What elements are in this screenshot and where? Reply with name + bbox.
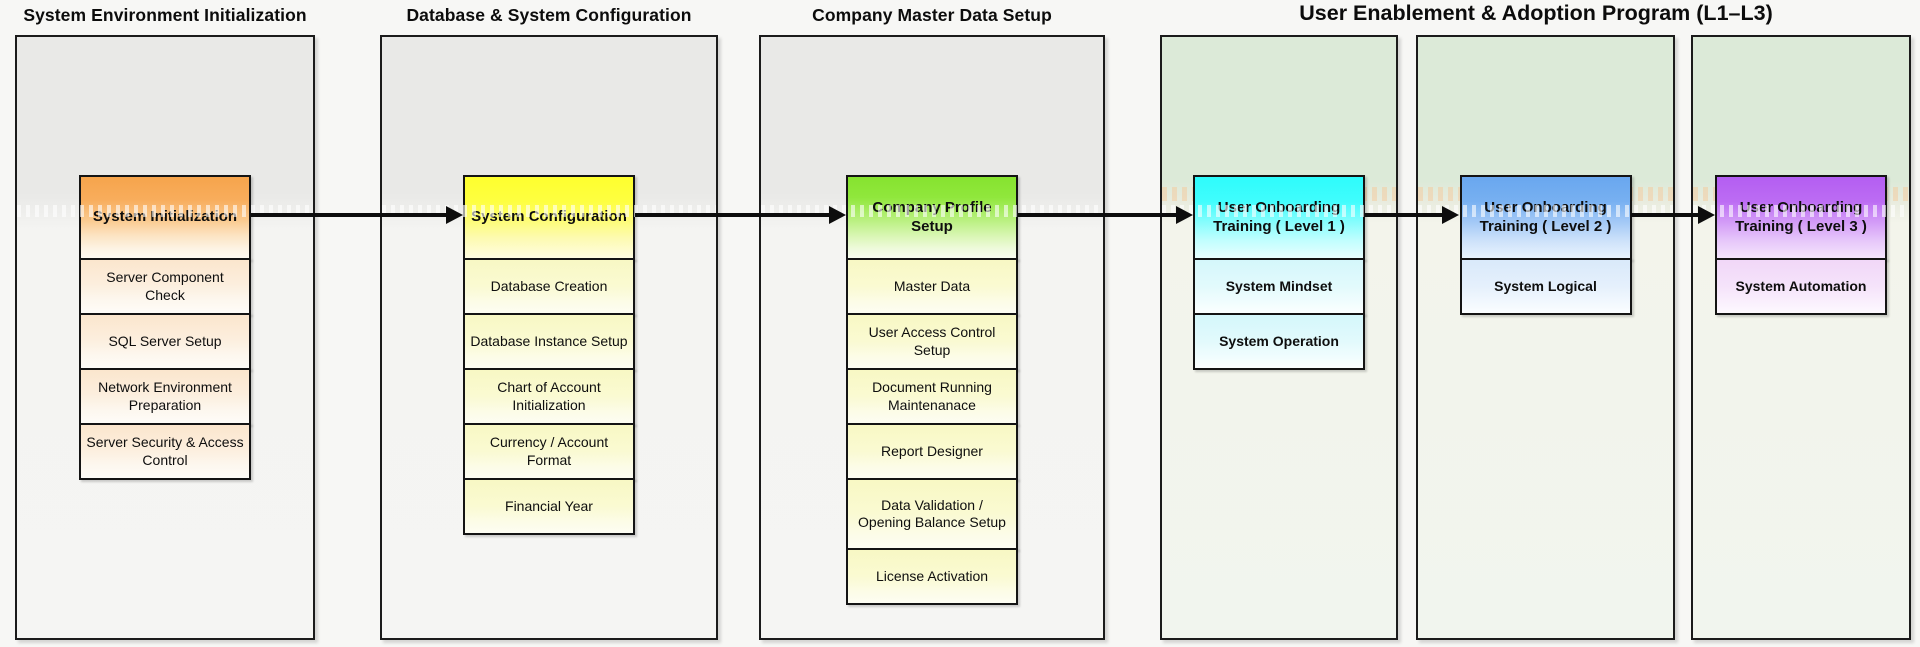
arrow-shaft — [635, 213, 831, 217]
arrowhead-icon — [829, 205, 846, 224]
node-user-onboarding-training-level-2: User Onboarding Training ( Level 2 ) — [1459, 175, 1632, 260]
node-stack-4: User Onboarding Training ( Level 1 ) Sys… — [1193, 175, 1365, 370]
node-stack-1: System Initialization Server Component C… — [79, 175, 251, 480]
arrow-3-to-4 — [1018, 205, 1193, 224]
arrow-shaft — [1631, 213, 1700, 217]
node-system-configuration: System Configuration — [463, 175, 635, 260]
arrow-4-to-5 — [1365, 205, 1459, 224]
node-stack-6: User Onboarding Training ( Level 3 ) Sys… — [1715, 175, 1887, 315]
node-server-component-check: Server Component Check — [79, 258, 251, 315]
node-server-security-access-control: Server Security & Access Control — [79, 423, 251, 480]
node-database-creation: Database Creation — [463, 258, 635, 315]
arrow-shaft — [1365, 213, 1444, 217]
node-license-activation: License Activation — [846, 548, 1018, 605]
panel-database-configuration: System Configuration Database Creation D… — [380, 35, 718, 640]
node-system-initialization: System Initialization — [79, 175, 251, 260]
arrow-5-to-6 — [1631, 205, 1715, 224]
node-system-mindset: System Mindset — [1193, 258, 1365, 315]
node-currency-account-format: Currency / Account Format — [463, 423, 635, 480]
panel-company-master-data: Company Profile Setup Master Data User A… — [759, 35, 1105, 640]
group-title-user-enablement: User Enablement & Adoption Program (L1–L… — [1299, 1, 1773, 25]
node-user-onboarding-training-level-1: User Onboarding Training ( Level 1 ) — [1193, 175, 1365, 260]
node-database-instance-setup: Database Instance Setup — [463, 313, 635, 370]
section-title-database-config: Database & System Configuration — [406, 5, 692, 25]
node-document-running-maintenance: Document Running Maintenanace — [846, 368, 1018, 425]
node-stack-2: System Configuration Database Creation D… — [463, 175, 635, 535]
panel-system-environment: System Initialization Server Component C… — [15, 35, 315, 640]
node-network-environment-preparation: Network Environment Preparation — [79, 368, 251, 425]
arrowhead-icon — [1442, 205, 1459, 224]
arrowhead-icon — [1176, 205, 1193, 224]
node-chart-of-account-initialization: Chart of Account Initialization — [463, 368, 635, 425]
node-company-profile-setup: Company Profile Setup — [846, 175, 1018, 260]
arrowhead-icon — [446, 205, 463, 224]
node-financial-year: Financial Year — [463, 478, 635, 535]
section-title-system-environment: System Environment Initialization — [23, 5, 307, 25]
node-stack-3: Company Profile Setup Master Data User A… — [846, 175, 1018, 605]
node-report-designer: Report Designer — [846, 423, 1018, 480]
section-title-company-master: Company Master Data Setup — [812, 5, 1052, 25]
node-data-validation-opening-balance: Data Validation / Opening Balance Setup — [846, 478, 1018, 550]
arrow-1-to-2 — [251, 205, 463, 224]
arrow-shaft — [251, 213, 448, 217]
panel-training-level-1: User Onboarding Training ( Level 1 ) Sys… — [1160, 35, 1398, 640]
node-system-automation: System Automation — [1715, 258, 1887, 315]
node-system-operation: System Operation — [1193, 313, 1365, 370]
node-sql-server-setup: SQL Server Setup — [79, 313, 251, 370]
panel-training-level-2: User Onboarding Training ( Level 2 ) Sys… — [1416, 35, 1675, 640]
node-master-data: Master Data — [846, 258, 1018, 315]
arrow-2-to-3 — [635, 205, 846, 224]
node-user-onboarding-training-level-3: User Onboarding Training ( Level 3 ) — [1715, 175, 1887, 260]
node-stack-5: User Onboarding Training ( Level 2 ) Sys… — [1459, 175, 1632, 315]
panel-training-level-3: User Onboarding Training ( Level 3 ) Sys… — [1691, 35, 1911, 640]
node-user-access-control-setup: User Access Control Setup — [846, 313, 1018, 370]
arrow-shaft — [1018, 213, 1178, 217]
arrowhead-icon — [1698, 205, 1715, 224]
node-system-logical: System Logical — [1459, 258, 1632, 315]
